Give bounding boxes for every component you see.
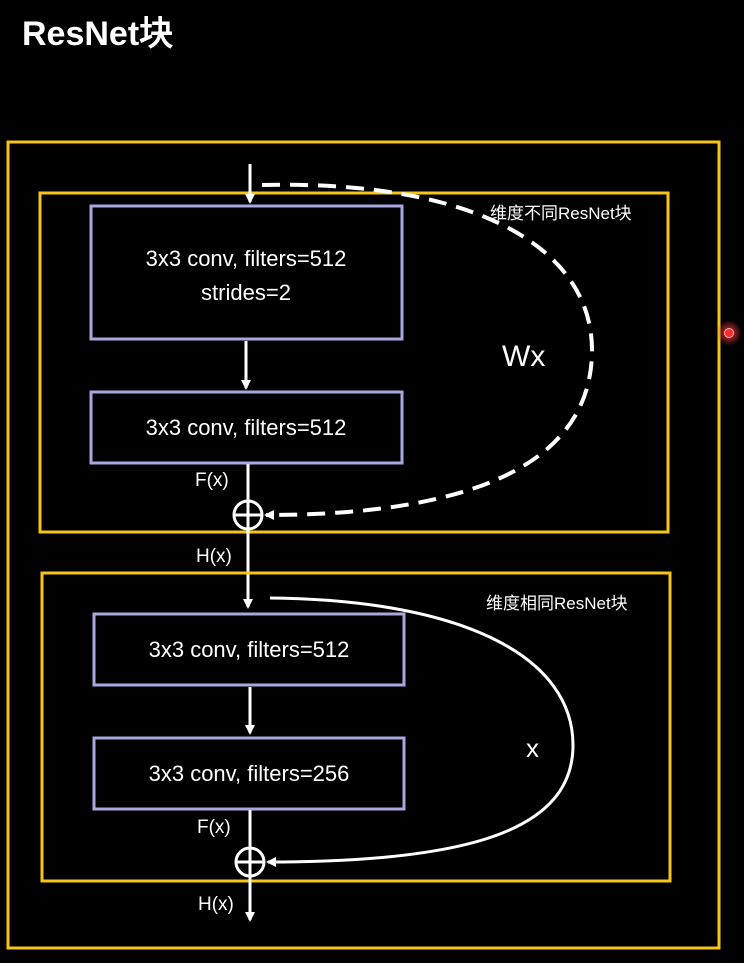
bottom-block-frame bbox=[40, 571, 672, 883]
bottom-shortcut-path bbox=[266, 596, 575, 867]
top-block-label: 维度不同ResNet块 bbox=[490, 204, 632, 223]
bottom-conv2-label: 3x3 conv, filters=256 bbox=[149, 761, 350, 786]
bottom-conv2-box bbox=[92, 736, 406, 811]
bottom-conv1-label: 3x3 conv, filters=512 bbox=[149, 637, 350, 662]
pointer-dot bbox=[724, 328, 734, 338]
top-conv1-box bbox=[89, 204, 404, 341]
outer-frame bbox=[6, 140, 721, 950]
top-fx-label: F(x) bbox=[195, 470, 229, 491]
bottom-block-label: 维度相同ResNet块 bbox=[486, 594, 628, 613]
bottom-hx-label: H(x) bbox=[198, 894, 234, 915]
top-shortcut-label: Wx bbox=[502, 340, 545, 373]
bottom-conv1-box bbox=[92, 612, 406, 687]
top-conv2-label: 3x3 conv, filters=512 bbox=[146, 415, 347, 440]
top-conv1-line1: 3x3 conv, filters=512 bbox=[146, 246, 347, 271]
top-conv2-box bbox=[89, 390, 404, 465]
page-title: ResNet块 bbox=[22, 15, 174, 53]
top-shortcut-path bbox=[261, 182, 595, 520]
bottom-fx-label: F(x) bbox=[197, 817, 231, 838]
top-block-frame bbox=[38, 191, 670, 534]
bottom-shortcut-label: x bbox=[526, 733, 539, 763]
top-conv1-line2: strides=2 bbox=[201, 280, 291, 305]
top-hx-label: H(x) bbox=[196, 546, 232, 567]
